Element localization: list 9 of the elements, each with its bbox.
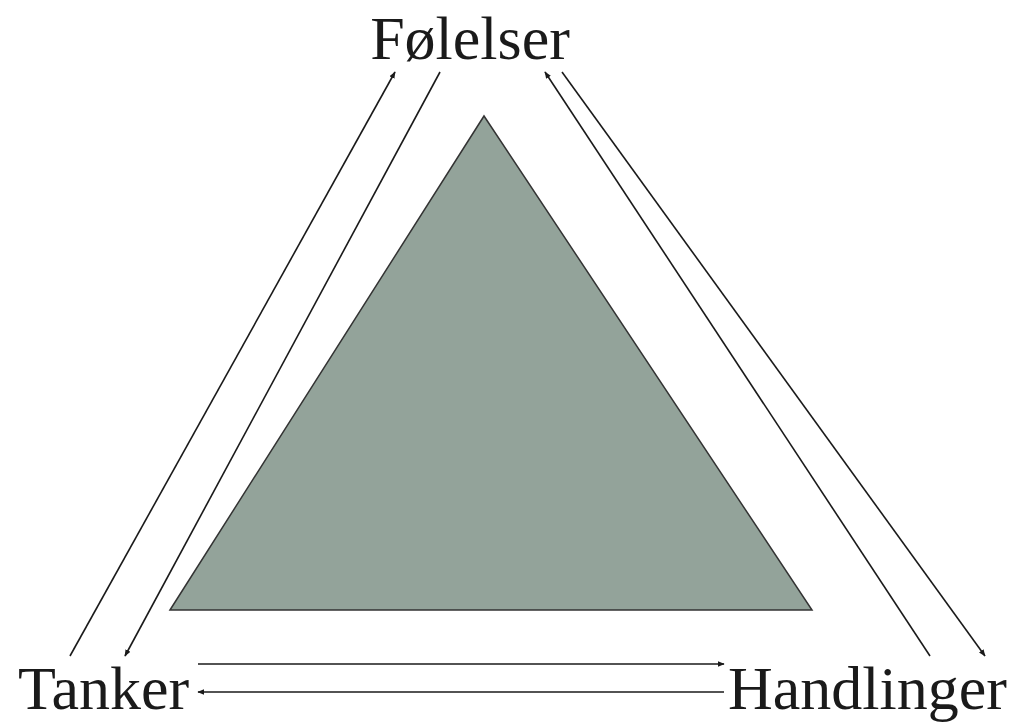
arrow <box>69 71 396 657</box>
node-label: Handlinger <box>728 656 1007 720</box>
arrow <box>197 661 725 667</box>
node-label: Tanker <box>18 656 190 720</box>
arrow <box>561 71 986 657</box>
arrow <box>544 71 931 657</box>
node-label: Følelser <box>370 6 570 70</box>
arrow <box>197 689 725 695</box>
arrow <box>124 71 441 657</box>
